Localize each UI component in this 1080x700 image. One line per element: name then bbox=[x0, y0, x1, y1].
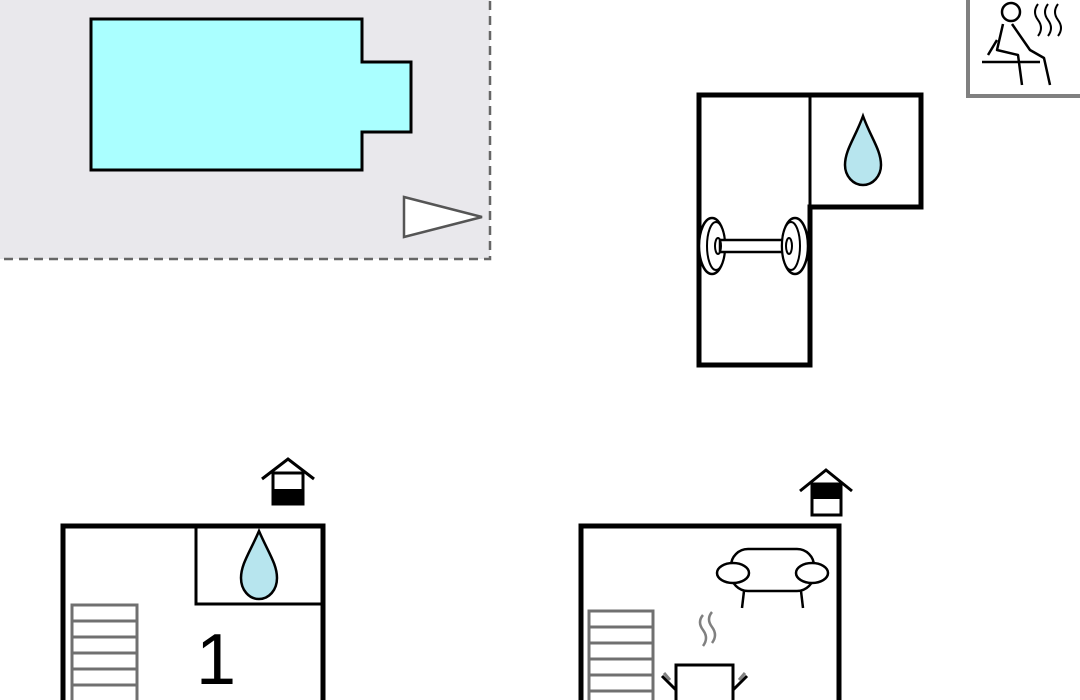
living-room bbox=[578, 523, 842, 700]
dining-table-icon bbox=[660, 611, 749, 700]
room-number-label: 1 bbox=[196, 620, 236, 700]
house-entrance-icon bbox=[261, 457, 315, 506]
stairs-icon bbox=[70, 603, 139, 700]
room-1-bathroom-partition bbox=[194, 526, 323, 606]
fitness-building bbox=[696, 92, 924, 368]
sun-lounger-icon bbox=[402, 195, 483, 239]
room-1: 1 bbox=[60, 523, 326, 700]
pool-icon bbox=[89, 17, 413, 172]
fitness-icon bbox=[697, 216, 810, 276]
sauna-icon bbox=[966, 0, 1080, 98]
stairs-icon bbox=[587, 609, 655, 700]
water-drop-icon bbox=[843, 112, 883, 187]
sofa-icon bbox=[715, 547, 830, 609]
terrace-area bbox=[0, 0, 492, 261]
water-drop-icon bbox=[239, 527, 279, 601]
house-entrance-icon bbox=[799, 468, 853, 517]
